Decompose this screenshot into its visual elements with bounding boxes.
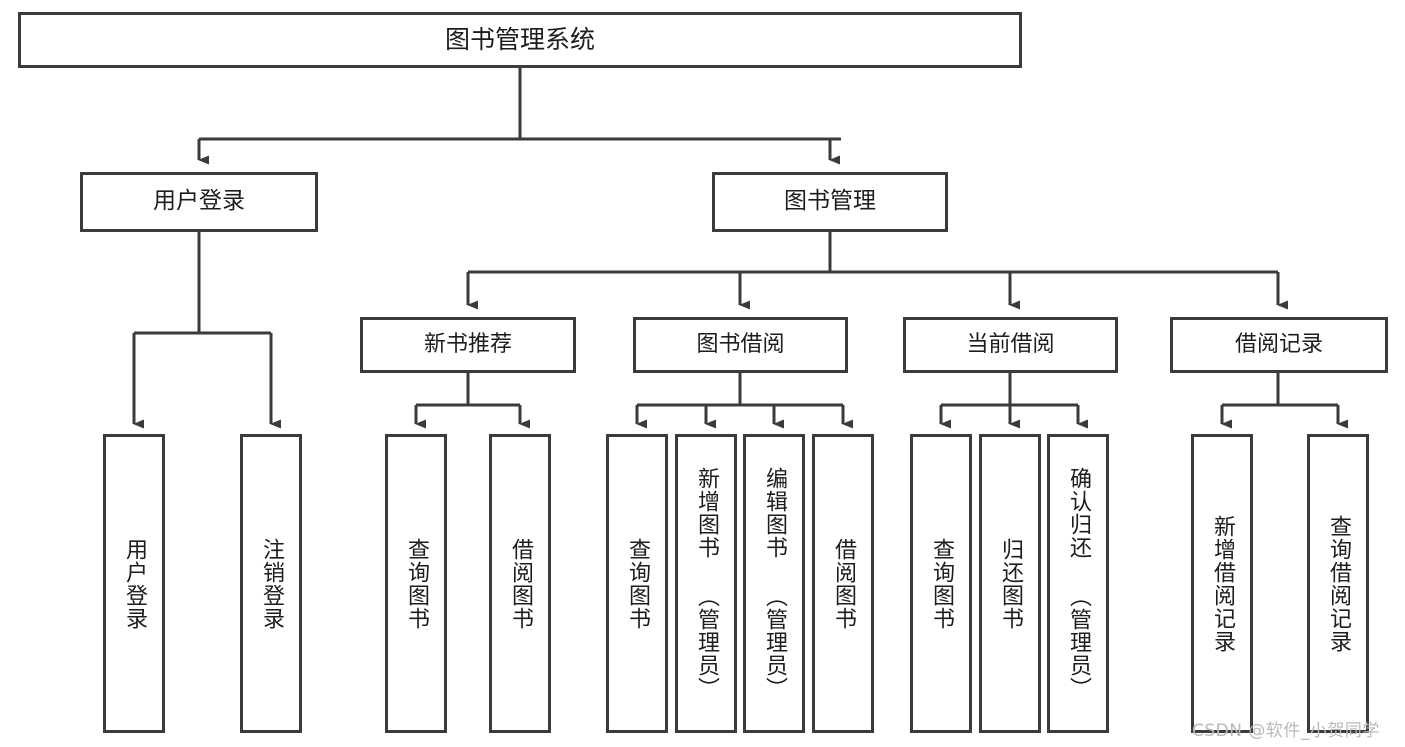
node-leaf-return-book[interactable]: 归还图书 [979,434,1041,733]
node-leaf-borrow-book-1-label: 借阅图书 [507,537,533,630]
node-leaf-borrow-book-2-label: 借阅图书 [830,537,856,630]
node-leaf-query-book-2-label: 查询图书 [624,537,650,630]
node-user-login-label: 用户登录 [153,188,245,215]
node-book-borrow-label: 图书借阅 [696,332,785,358]
node-leaf-edit-book-admin-label: 编辑图书 （管理员） [761,467,787,700]
node-root-title[interactable]: 图书管理系统 [18,12,1022,68]
node-leaf-return-book-label: 归还图书 [997,537,1023,630]
node-leaf-add-book-admin-label: 新增图书 （管理员） [693,467,719,700]
node-book-borrow[interactable]: 图书借阅 [633,317,848,373]
node-leaf-query-book-1-label: 查询图书 [403,537,429,630]
node-leaf-user-login-label: 用户登录 [121,537,147,630]
node-leaf-query-book-1[interactable]: 查询图书 [385,434,447,733]
node-leaf-query-borrow-record[interactable]: 查询借阅记录 [1307,434,1369,733]
node-leaf-query-book-3[interactable]: 查询图书 [910,434,972,733]
node-leaf-borrow-book-2[interactable]: 借阅图书 [812,434,874,733]
node-leaf-borrow-book-1[interactable]: 借阅图书 [489,434,551,733]
node-leaf-query-book-3-label: 查询图书 [928,537,954,630]
node-leaf-confirm-return-admin-label: 确认归还 （管理员） [1065,467,1091,700]
node-user-login[interactable]: 用户登录 [80,172,318,232]
node-book-management-label: 图书管理 [784,188,876,215]
node-leaf-logout-login[interactable]: 注销登录 [240,434,302,733]
node-new-book-recommend-label: 新书推荐 [423,332,512,358]
node-new-book-recommend[interactable]: 新书推荐 [360,317,576,373]
node-borrow-record-label: 借阅记录 [1234,332,1323,358]
csdn-watermark: CSDN @软件_小贺同学 [1192,721,1380,741]
node-leaf-add-borrow-record[interactable]: 新增借阅记录 [1191,434,1253,733]
node-leaf-logout-login-label: 注销登录 [258,537,284,630]
node-leaf-add-book-admin[interactable]: 新增图书 （管理员） [675,434,737,733]
node-leaf-confirm-return-admin[interactable]: 确认归还 （管理员） [1047,434,1109,733]
node-root-title-label: 图书管理系统 [444,25,595,55]
node-leaf-add-borrow-record-label: 新增借阅记录 [1209,514,1235,653]
node-leaf-edit-book-admin[interactable]: 编辑图书 （管理员） [743,434,805,733]
node-current-borrow-label: 当前借阅 [966,332,1055,358]
node-leaf-query-book-2[interactable]: 查询图书 [606,434,668,733]
node-borrow-record[interactable]: 借阅记录 [1170,317,1388,373]
node-leaf-user-login[interactable]: 用户登录 [103,434,165,733]
node-book-management[interactable]: 图书管理 [712,172,948,232]
node-current-borrow[interactable]: 当前借阅 [903,317,1118,373]
node-leaf-query-borrow-record-label: 查询借阅记录 [1325,514,1351,653]
